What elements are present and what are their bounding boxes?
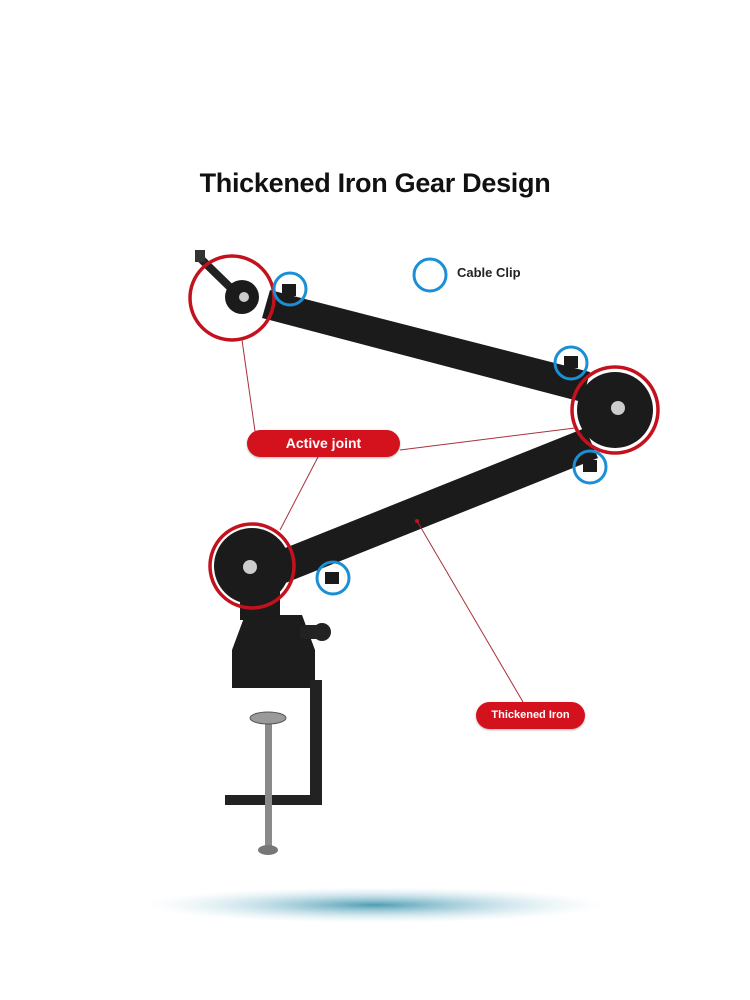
upper-arm <box>262 290 590 402</box>
base-joint <box>214 528 290 620</box>
cable-clip-ring <box>315 560 351 596</box>
cable-clip-ring <box>272 271 308 307</box>
cable-clips <box>282 284 597 584</box>
active-joint-ring-elbow <box>570 365 660 455</box>
thickened-iron-callout: Thickened Iron <box>476 702 585 729</box>
floor-shadow <box>145 887 605 923</box>
active-joint-ring-base <box>208 522 296 610</box>
elbow-joint <box>577 372 653 448</box>
active-joint-ring-top <box>188 254 276 342</box>
lower-arm <box>255 428 598 590</box>
cable-clip-legend-icon <box>412 257 448 293</box>
cable-clip-legend-label: Cable Clip <box>457 265 521 280</box>
callout-leader-lines <box>241 339 576 703</box>
active-joint-callout: Active joint <box>247 430 400 457</box>
page-title: Thickened Iron Gear Design <box>199 168 551 198</box>
cable-clip-ring <box>572 449 608 485</box>
desk-clamp <box>225 615 331 855</box>
cable-clip-ring <box>553 345 589 381</box>
